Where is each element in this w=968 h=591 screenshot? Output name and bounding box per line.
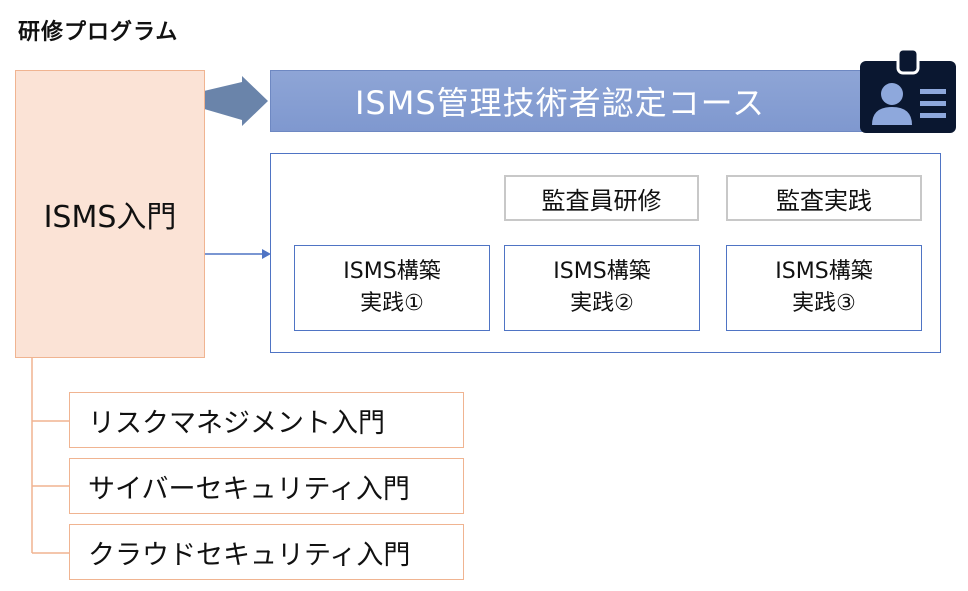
thin-arrow-head (262, 249, 271, 259)
sub-course-cyber: サイバーセキュリティ入門 (69, 458, 464, 514)
step-box-2: ISMS構築 実践② (504, 245, 700, 331)
course-banner: ISMS管理技術者認定コース (270, 70, 890, 132)
sub-course-cloud-label: クラウドセキュリティ入門 (88, 539, 411, 571)
step-2-line2: 実践② (570, 291, 634, 316)
step-2-line1: ISMS構築 (553, 259, 651, 285)
step-1-line2: 実践① (360, 291, 424, 316)
intro-box: ISMS入門 (15, 70, 205, 358)
step-box-3: ISMS構築 実践③ (726, 245, 922, 331)
audit-practice-label: 監査実践 (726, 175, 922, 221)
step-3-line2: 実践③ (792, 291, 856, 316)
course-label: ISMS管理技術者認定コース (354, 84, 766, 122)
sub-course-cyber-label: サイバーセキュリティ入門 (88, 473, 410, 505)
audit-training-label: 監査員研修 (504, 175, 699, 221)
step-box-1: ISMS構築 実践① (294, 245, 490, 331)
audit-practice-text: 監査実践 (776, 186, 872, 215)
sub-course-cloud: クラウドセキュリティ入門 (69, 524, 464, 580)
audit-training-text: 監査員研修 (541, 186, 662, 215)
big-arrow (170, 76, 268, 126)
sub-course-risk-label: リスクマネジメント入門 (88, 407, 385, 439)
step-3-line1: ISMS構築 (775, 259, 873, 285)
id-badge-icon (860, 49, 956, 133)
step-1-line1: ISMS構築 (343, 259, 441, 285)
intro-label: ISMS入門 (43, 200, 177, 235)
page-title: 研修プログラム (18, 20, 179, 45)
sub-course-risk: リスクマネジメント入門 (69, 392, 464, 448)
